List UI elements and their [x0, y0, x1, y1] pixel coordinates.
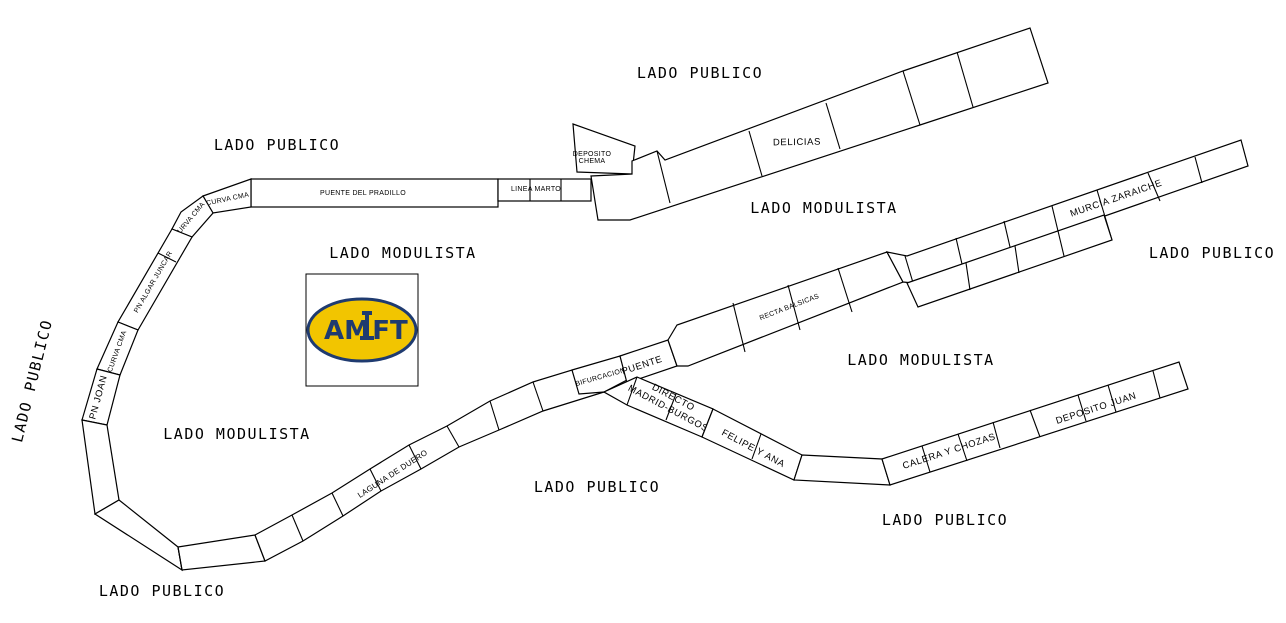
- area-label-publico-top: LADO PUBLICO: [637, 64, 763, 82]
- label-linea-marto: LINEA MARTO: [511, 186, 561, 193]
- label-deposito-chema-1: DEPOSITO: [573, 151, 612, 158]
- module-curva-cma-top[interactable]: CURVA CMA: [202, 178, 252, 214]
- area-label-publico-bottom-right: LADO PUBLICO: [882, 511, 1008, 529]
- area-label-publico-upper-left: LADO PUBLICO: [214, 136, 340, 154]
- module-pn-algar-juncar[interactable]: PN ALGAR JUNCAR: [117, 228, 193, 331]
- area-label-modulista-left: LADO MODULISTA: [163, 425, 310, 443]
- module-calera-y-chozas[interactable]: CALERA Y CHOZAS DEPOSITO JUAN: [881, 361, 1189, 486]
- module-deposito-chema[interactable]: DEPOSITO CHEMA: [572, 123, 636, 175]
- label-delicias: DELICIAS: [773, 137, 821, 149]
- module-bottom-left[interactable]: [177, 534, 266, 571]
- module-puente-del-pradillo[interactable]: PUENTE DEL PRADILLO: [250, 178, 499, 208]
- module-recta-balsicas[interactable]: RECTA BALSICAS: [667, 251, 904, 367]
- label-deposito-chema-2: CHEMA: [579, 158, 606, 165]
- area-label-publico-right: LADO PUBLICO: [1149, 244, 1275, 262]
- module-bottom-corner[interactable]: [93, 499, 183, 572]
- module-murcia-zaraiche[interactable]: MURCIA ZARAICHE: [885, 139, 1249, 308]
- logo-ellipse: [306, 297, 418, 363]
- area-label-modulista-upper: LADO MODULISTA: [750, 199, 897, 217]
- area-label-publico-bottom-center: LADO PUBLICO: [534, 478, 660, 496]
- area-label-modulista-center: LADO MODULISTA: [329, 244, 476, 262]
- module-felipe-y-ana[interactable]: FELIPE Y ANA: [701, 408, 803, 481]
- logo-text-ft: FT: [372, 316, 408, 346]
- module-left-straight[interactable]: [81, 419, 120, 515]
- area-label-modulista-right: LADO MODULISTA: [847, 351, 994, 369]
- module-link-felipe-calera[interactable]: [793, 454, 891, 486]
- module-curva-cma-low[interactable]: CURVA CMA: [96, 321, 139, 376]
- module-directo-madrid-burgos[interactable]: DIRECTO MADRID-BURGOS: [602, 376, 714, 438]
- module-delicias-track[interactable]: DELICIAS: [590, 27, 1049, 221]
- amft-logo: AM FT: [305, 273, 419, 387]
- area-label-publico-bottom-left: LADO PUBLICO: [99, 582, 225, 600]
- module-laguna-track[interactable]: LAGUNA DE DUERO: [254, 369, 606, 562]
- module-bifurcacion[interactable]: BIFURCACION: [571, 355, 628, 395]
- logo-text-am: AM: [324, 316, 370, 346]
- module-pn-joan[interactable]: PN JOAN: [81, 368, 121, 426]
- rail-icon: [360, 311, 374, 340]
- module-puente[interactable]: PUENTE: [619, 339, 678, 384]
- label-puente-del-pradillo: PUENTE DEL PRADILLO: [320, 190, 406, 197]
- area-label-publico-left: LADO PUBLICO: [8, 317, 56, 444]
- module-linea-marto[interactable]: LINEA MARTO: [497, 178, 592, 202]
